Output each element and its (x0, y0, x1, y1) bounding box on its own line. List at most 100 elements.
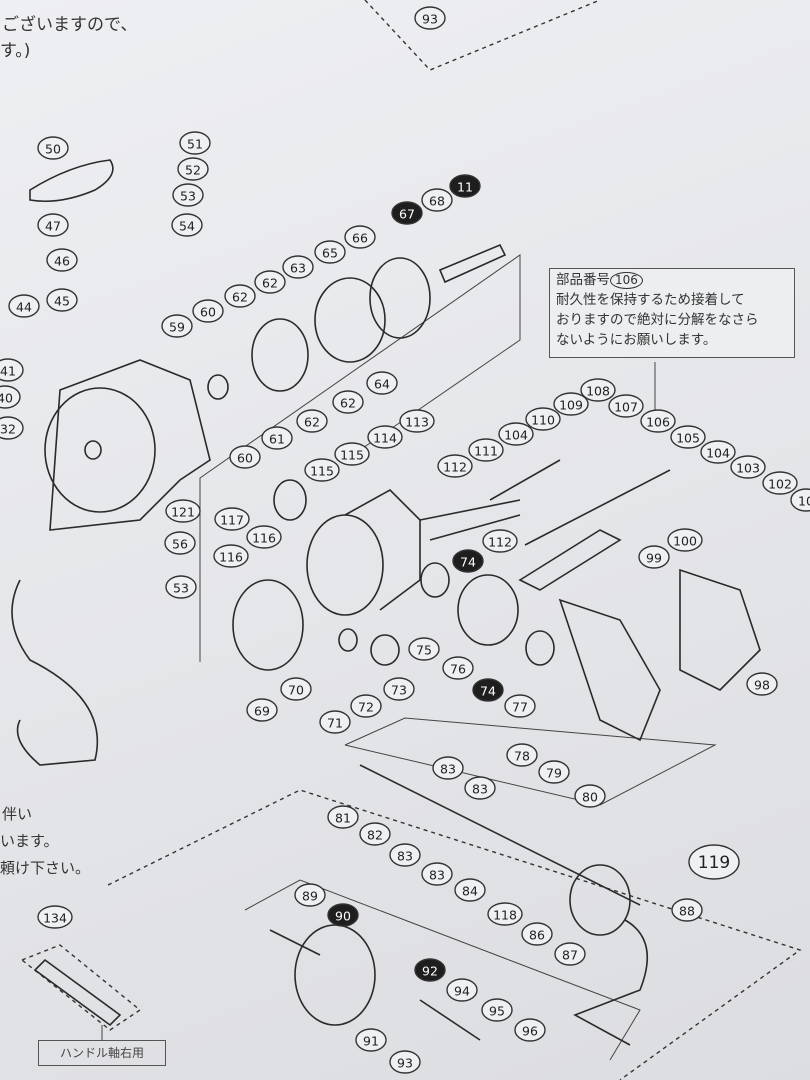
part-label-62: 62 (296, 409, 328, 433)
part-label-93: 93 (414, 6, 446, 30)
part-label-number: 121 (171, 505, 195, 520)
part-label-72: 72 (350, 694, 382, 718)
part-label-oval (498, 422, 534, 446)
part-label-number: 79 (546, 766, 562, 781)
part-label-number: 67 (399, 207, 415, 222)
part-label-62: 62 (254, 270, 286, 294)
part-label-134: 134 (37, 905, 73, 929)
part-label-oval (421, 862, 453, 886)
part-label-oval (670, 425, 706, 449)
part-label-number: 88 (679, 904, 695, 919)
part-label-oval (762, 471, 798, 495)
rotor-part (306, 514, 384, 616)
part-label-68: 68 (421, 188, 453, 212)
part-label-94: 94 (446, 978, 478, 1002)
handle-shaft-dashed-box (21, 944, 142, 1031)
part-label-number: 104 (504, 428, 528, 443)
part-label-number: 134 (43, 911, 67, 926)
part-label-number: 96 (522, 1024, 538, 1039)
part-label-oval (172, 183, 204, 207)
part-label-number: 50 (45, 142, 61, 157)
part-label-11: 11 (449, 174, 481, 198)
part-label-number: 86 (529, 928, 545, 943)
part-label-oval (261, 426, 293, 450)
body-housing (44, 387, 156, 513)
cap-90-part (294, 924, 376, 1026)
part-label-number: 10 (798, 494, 810, 509)
part-label-number: 72 (358, 700, 374, 715)
handle-arm-part (11, 579, 99, 766)
part-label-oval (432, 756, 464, 780)
part-label-number: 74 (460, 555, 476, 570)
part-label-62: 62 (224, 284, 256, 308)
part-label-50: 50 (37, 136, 69, 160)
part-label-103: 103 (730, 455, 766, 479)
part-label-78: 78 (506, 743, 538, 767)
handle-shaft-right-tag: ハンドル軸右用 (38, 1040, 166, 1066)
part-label-number: 90 (335, 909, 351, 924)
handle-dashed-group (107, 789, 802, 1080)
part-label-oval (359, 822, 391, 846)
part-label-number: 11 (457, 180, 473, 195)
part-label-oval (389, 843, 421, 867)
part-label-118: 118 (487, 902, 523, 926)
part-label-111: 111 (468, 438, 504, 462)
part-label-number: 118 (493, 908, 517, 923)
part-label-number: 115 (340, 448, 364, 463)
part-label-93: 93 (389, 1050, 421, 1074)
part-label-oval (408, 637, 440, 661)
rotor-housing-part (344, 489, 421, 611)
part-label-oval (0, 416, 24, 440)
part-label-number: 83 (440, 762, 456, 777)
part-label-oval (790, 488, 810, 512)
left-text-line-1: 伴い (2, 805, 33, 823)
part-label-oval (446, 978, 478, 1002)
part-label-oval (399, 409, 435, 433)
part-label-oval (214, 507, 250, 531)
part-label-86: 86 (521, 922, 553, 946)
part-label-number: 75 (416, 643, 432, 658)
part-label-112: 112 (437, 454, 473, 478)
part-label-53: 53 (165, 575, 197, 599)
part-label-oval (437, 454, 473, 478)
part-label-oval (421, 188, 453, 212)
handle-knob-bracket (244, 879, 641, 1061)
part-label-number: 73 (391, 683, 407, 698)
part-label-83: 83 (421, 862, 453, 886)
part-label-108: 108 (580, 378, 616, 402)
part-label-112: 112 (482, 529, 518, 553)
part-label-oval (0, 385, 21, 409)
bail-arm-part (29, 159, 114, 203)
part-label-oval (688, 844, 740, 880)
part-label-oval (319, 710, 351, 734)
part-label-number: 81 (335, 811, 351, 826)
part-label-number: 83 (472, 782, 488, 797)
part-label-number: 95 (489, 1004, 505, 1019)
body-bore (84, 440, 102, 460)
part-label-number: 62 (304, 415, 320, 430)
part-label-number: 59 (169, 320, 185, 335)
part-label-oval (344, 225, 376, 249)
part-label-oval (454, 878, 486, 902)
part-label-56: 56 (164, 531, 196, 555)
handle-small-parts (269, 929, 481, 1041)
part-label-oval (414, 6, 446, 30)
part-label-oval (332, 390, 364, 414)
part-label-number: 44 (16, 300, 32, 315)
part-label-number: 98 (754, 678, 770, 693)
part-label-oval (46, 288, 78, 312)
part-label-oval (383, 677, 415, 701)
part-label-oval (414, 958, 446, 982)
part-label-98: 98 (746, 672, 778, 696)
part-label-64: 64 (366, 371, 398, 395)
part-label-number: 69 (254, 704, 270, 719)
part-label-oval (46, 248, 78, 272)
part-label-number: 56 (172, 537, 188, 552)
part-label-96: 96 (514, 1018, 546, 1042)
handle-knob-part (569, 864, 631, 936)
part-label-oval (37, 213, 69, 237)
part-label-number: 60 (200, 305, 216, 320)
part-label-number: 60 (237, 451, 253, 466)
rotor-group-bracket (199, 254, 521, 662)
